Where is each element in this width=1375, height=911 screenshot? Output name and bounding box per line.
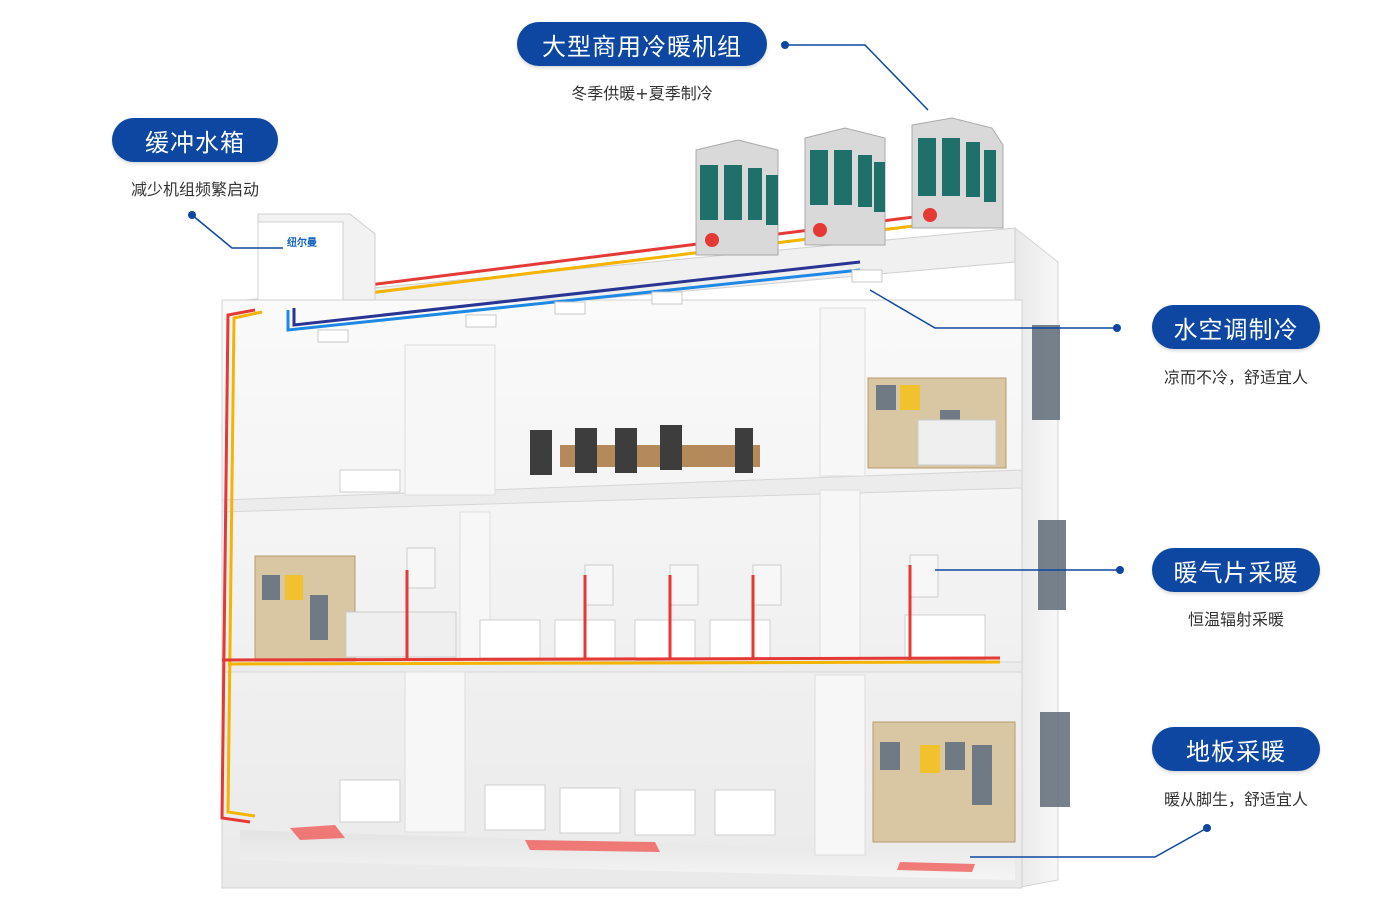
partition-wall xyxy=(814,674,866,856)
floor-heating-zones xyxy=(290,825,975,872)
ac-leader-dot xyxy=(1113,324,1121,332)
tank-leader-dot xyxy=(188,211,196,219)
side-window xyxy=(1032,325,1060,420)
leader-lines xyxy=(191,44,1208,858)
radiators xyxy=(406,547,939,606)
buffer-water-tank xyxy=(257,213,376,301)
dark-pipe xyxy=(292,260,861,327)
room-floor-1 xyxy=(240,830,1015,880)
partition-wall xyxy=(819,489,861,661)
rooftop-unit xyxy=(804,127,886,246)
bookshelf-bottom-right xyxy=(872,721,1016,843)
tank-callout-subtitle: 减少机组频繁启动 xyxy=(130,180,259,199)
ac-callout-title: 水空调制冷 xyxy=(1152,305,1320,349)
floor-slab-3 xyxy=(221,469,1023,513)
conference-table xyxy=(530,425,760,475)
tank-logo: 纽尔曼 xyxy=(287,238,317,249)
floor-leader xyxy=(970,827,1208,858)
unit-leader-dot xyxy=(781,41,789,49)
side-window xyxy=(1040,712,1070,807)
desks xyxy=(339,469,986,836)
radiator-leader-dot xyxy=(1116,566,1124,574)
radiator-risers xyxy=(405,565,912,660)
unit-leader xyxy=(785,44,929,111)
fan-coil-units xyxy=(317,269,883,343)
cold-pipe xyxy=(286,268,861,332)
yellow-pipe-riser xyxy=(226,310,263,818)
floor-leader-dot xyxy=(1203,824,1211,832)
radiator-supply-pipe xyxy=(221,656,1001,662)
radiator-callout-title: 暖气片采暖 xyxy=(1152,548,1320,592)
partition-wall xyxy=(404,671,466,833)
side-window xyxy=(1038,520,1066,610)
bookshelf-middle-left xyxy=(254,555,457,662)
tank-leader xyxy=(191,214,283,249)
ac-leader xyxy=(869,289,1117,329)
floor-callout-title: 地板采暖 xyxy=(1152,727,1320,771)
tank-callout-title: 缓冲水箱 xyxy=(112,118,278,162)
floor-callout-subtitle: 暖从脚生，舒适宜人 xyxy=(1163,790,1308,809)
radiator-return-pipe xyxy=(227,660,1001,666)
bookshelf-top-right xyxy=(867,377,1007,469)
hot-pipe-riser xyxy=(220,308,256,824)
unit-callout-title: 大型商用冷暖机组 xyxy=(517,22,767,66)
partition-wall xyxy=(404,344,496,496)
rooftop-unit xyxy=(695,139,779,256)
leader-dots xyxy=(188,41,1211,832)
rooftop-unit xyxy=(911,117,1004,229)
ac-callout-subtitle: 凉而不冷，舒适宜人 xyxy=(1163,368,1308,387)
radiator-callout-subtitle: 恒温辐射采暖 xyxy=(1187,610,1284,629)
unit-callout-subtitle: 冬季供暖+夏季制冷 xyxy=(571,84,713,103)
partition-wall xyxy=(819,307,866,477)
